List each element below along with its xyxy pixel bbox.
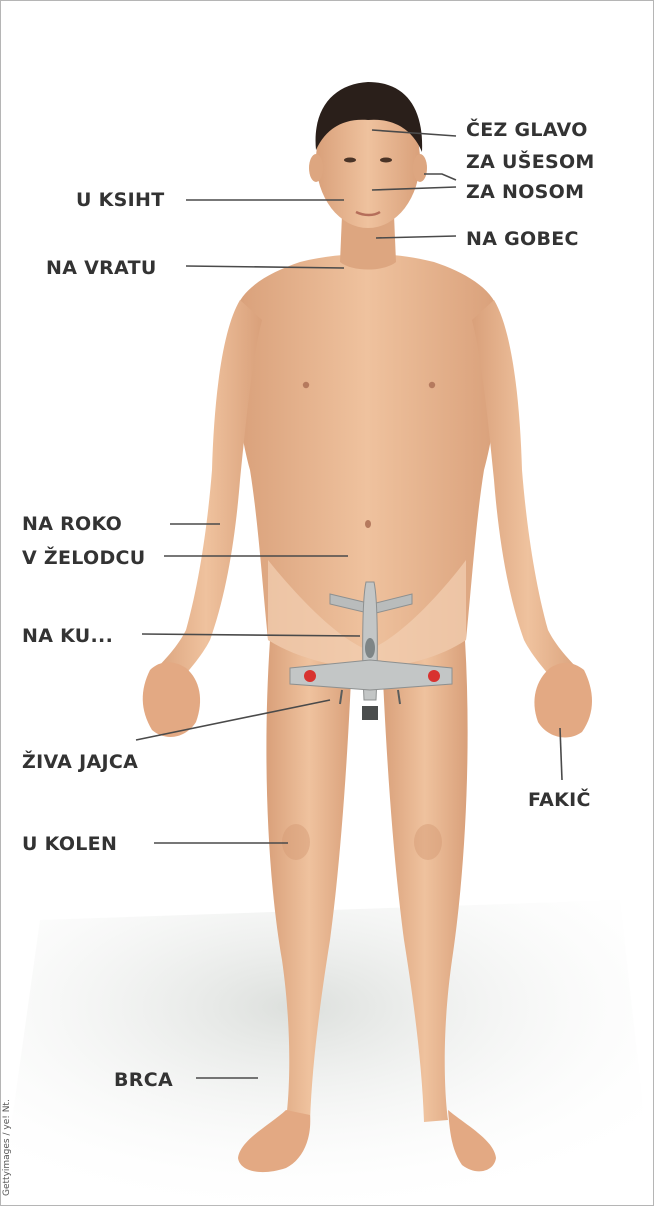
airplane-roundel-left xyxy=(304,670,316,682)
left-eye xyxy=(344,158,356,163)
right-knee xyxy=(414,824,442,860)
right-arm xyxy=(472,300,584,690)
label-brca: BRCA xyxy=(114,1069,173,1091)
label-na-roko: NA ROKO xyxy=(22,513,122,535)
airplane-propeller xyxy=(362,706,378,720)
left-arm xyxy=(150,300,262,690)
navel xyxy=(365,520,371,528)
label-u-ksiht: U KSIHT xyxy=(76,189,164,211)
left-hand xyxy=(143,662,200,737)
right-eye xyxy=(380,158,392,163)
label-fakic: FAKIČ xyxy=(528,787,591,811)
airplane-canopy xyxy=(365,638,375,658)
left-knee xyxy=(282,824,310,860)
label-na-gobec: NA GOBEC xyxy=(466,228,579,250)
left-ear xyxy=(309,154,323,182)
right-nipple xyxy=(429,382,435,388)
label-na-vratu: NA VRATU xyxy=(46,257,157,279)
label-za-usesom: ZA UŠESOM xyxy=(466,149,595,173)
airplane-roundel-right xyxy=(428,670,440,682)
right-hand xyxy=(534,663,592,738)
photo-credit: Gettyimages / ye! Nt. xyxy=(2,1099,12,1196)
right-ear xyxy=(413,154,427,182)
left-nipple xyxy=(303,382,309,388)
label-cez-glavo: ČEZ GLAVO xyxy=(466,117,588,141)
leader-za-usesom xyxy=(424,174,456,180)
label-u-kolen: U KOLEN xyxy=(22,833,117,855)
label-ziva-jajca: ŽIVA JAJCA xyxy=(22,750,138,773)
label-na-ku: NA KU... xyxy=(22,625,113,647)
label-za-nosom: ZA NOSOM xyxy=(466,181,584,203)
label-v-zelodcu: V ŽELODCU xyxy=(22,546,146,569)
